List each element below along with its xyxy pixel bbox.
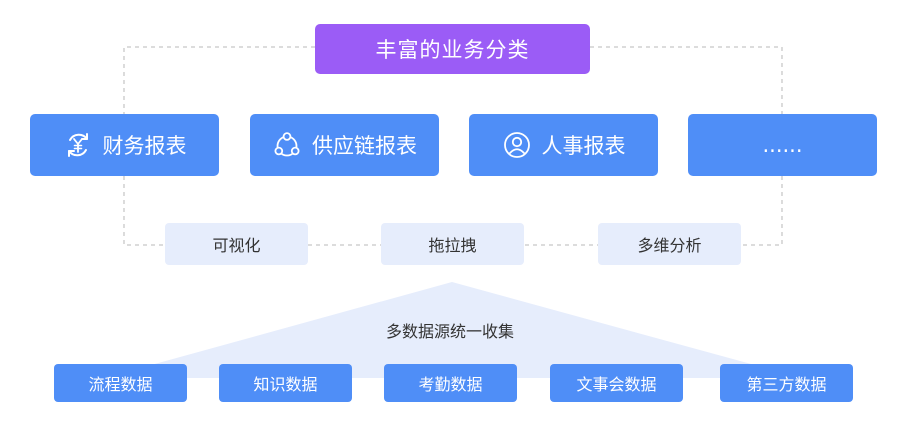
category-hr-report[interactable]: 人事报表 — [469, 114, 658, 176]
category-finance-report[interactable]: 财务报表 — [30, 114, 219, 176]
feature-multidimensional-analysis: 多维分析 — [598, 223, 741, 265]
category-label: 财务报表 — [102, 134, 187, 158]
connector-bottom-right — [742, 176, 783, 246]
connector-top-left — [123, 46, 315, 114]
source-attendance-data: 考勤数据 — [384, 364, 517, 402]
feature-drag-and-drop: 拖拉拽 — [381, 223, 524, 265]
business-category-title: 丰富的业务分类 — [315, 24, 590, 74]
category-more[interactable]: ...... — [688, 114, 877, 176]
source-third-party-data: 第三方数据 — [720, 364, 853, 402]
category-label: 供应链报表 — [312, 134, 417, 158]
connector-top-right — [590, 46, 783, 114]
category-supply-chain-report[interactable]: 供应链报表 — [250, 114, 439, 176]
source-knowledge-data: 知识数据 — [219, 364, 352, 402]
collection-label: 多数据源统一收集 — [385, 322, 514, 341]
collection-triangle — [104, 282, 802, 378]
connector-bottom-left — [123, 176, 165, 246]
category-label: ...... — [762, 133, 803, 157]
feature-visualization: 可视化 — [165, 223, 308, 265]
source-meeting-data: 文事会数据 — [550, 364, 683, 402]
category-label: 人事报表 — [541, 134, 626, 158]
yuan-refresh-icon — [63, 130, 93, 160]
supply-chain-icon — [272, 130, 302, 160]
source-process-data: 流程数据 — [54, 364, 187, 402]
user-circle-icon — [502, 130, 532, 160]
